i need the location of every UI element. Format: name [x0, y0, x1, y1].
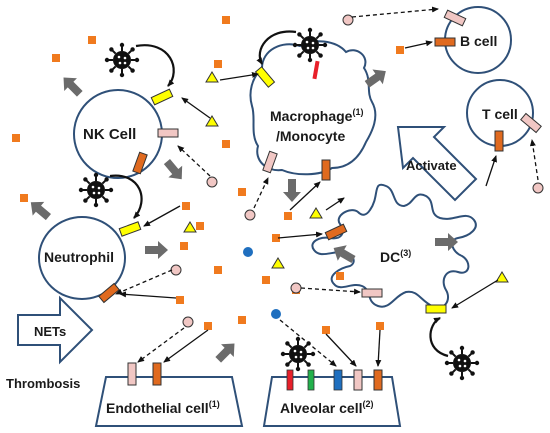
- dashed-arrows: [115, 6, 539, 367]
- neutrophil-cell: [38, 216, 126, 300]
- neutrophil-label: Neutrophil: [44, 249, 114, 265]
- virus-binding-arrows: [109, 30, 449, 358]
- nk-cell-label: NK Cell: [83, 126, 136, 143]
- b-cell-label: B cell: [460, 33, 497, 49]
- nets-label: NETs: [34, 324, 66, 339]
- nets-arrow: [17, 295, 94, 365]
- ligand-circles: [170, 14, 544, 328]
- dendritic-cell: [311, 183, 477, 309]
- macrophage-label: Macrophage(1): [270, 107, 363, 124]
- endothelial-cell: [94, 376, 244, 427]
- solid-arrows: [119, 40, 499, 367]
- activate-arrow: [396, 126, 478, 202]
- thrombosis-label: Thrombosis: [6, 376, 80, 391]
- endothelial-label: Endothelial cell(1): [106, 399, 220, 416]
- alveolar-label: Alveolar cell(2): [280, 399, 374, 416]
- t-cell-label: T cell: [482, 106, 518, 122]
- activate-label: Activate: [406, 158, 457, 173]
- monocyte-label: /Monocyte: [276, 128, 345, 144]
- alveolar-cell: [262, 376, 402, 427]
- dc-label: DC(3): [380, 248, 411, 265]
- ligand-triangles: [183, 71, 509, 283]
- blue-dots: [243, 247, 281, 319]
- receptors: [98, 9, 542, 391]
- cytokine-squares: [12, 16, 404, 334]
- macrophage-cell: [249, 40, 377, 176]
